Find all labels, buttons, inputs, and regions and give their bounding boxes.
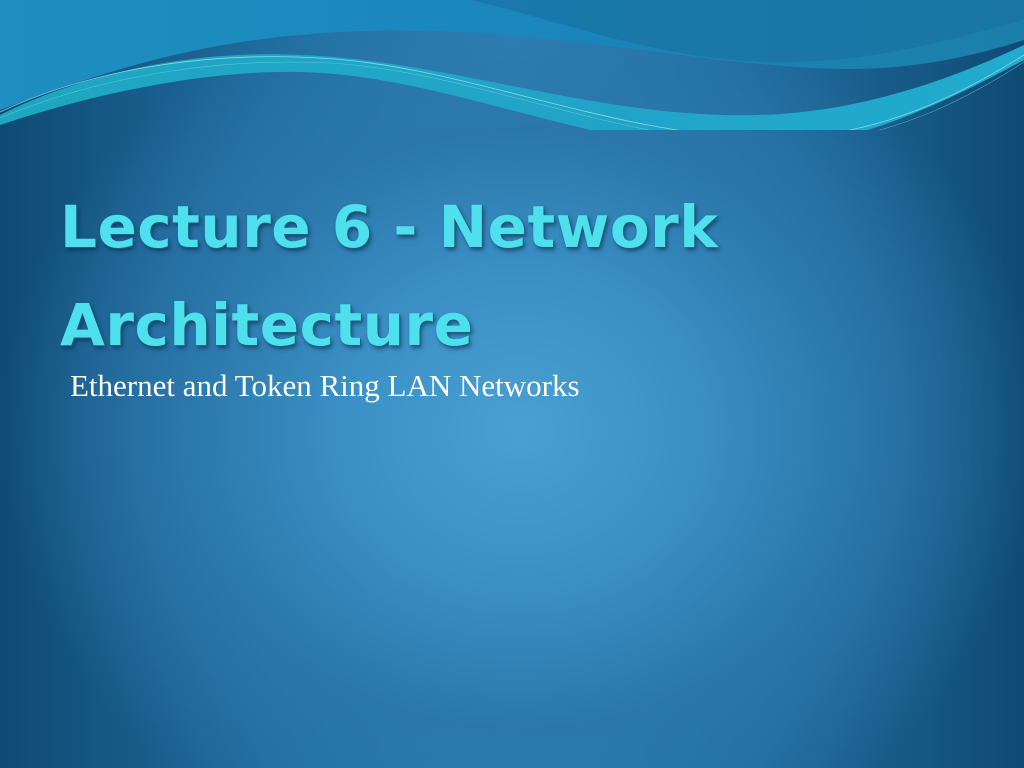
title-line-2: Architecture	[60, 291, 474, 359]
slide-subtitle: Ethernet and Token Ring LAN Networks	[70, 368, 580, 403]
title-line-1: Lecture 6 - Network	[60, 193, 719, 261]
slide-title: Lecture 6 - Network Architecture	[60, 178, 960, 374]
decorative-wave-header	[0, 0, 1024, 130]
